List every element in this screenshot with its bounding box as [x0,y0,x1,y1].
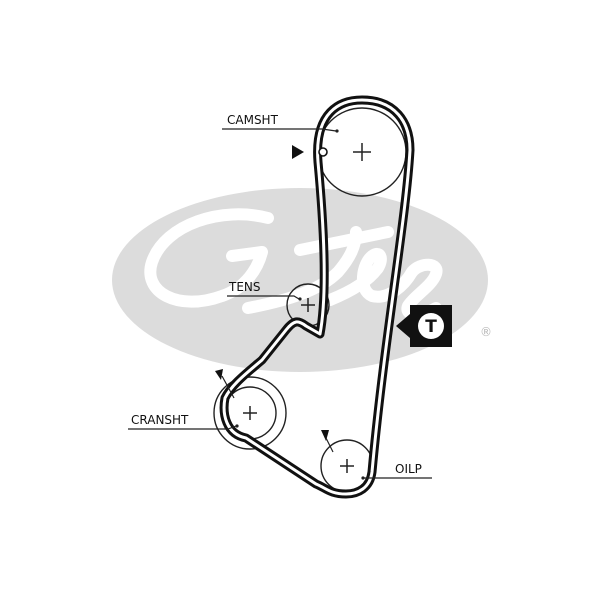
crosshair-icon [353,143,371,161]
crankshaft-label-group: CRANSHT [128,413,239,430]
camshaft-dowel-icon [318,147,328,157]
crosshair-icon [243,406,257,420]
tension-badge-circle [418,313,444,339]
tension-point-icon: T [396,305,452,347]
tension-arrow [396,314,410,338]
tensioner-label: TENS [228,280,261,294]
registered-mark: ® [480,325,492,339]
camshaft-timing-mark [292,145,328,159]
oil-pump-timing-mark [321,430,334,453]
logo-oval [112,188,488,372]
timing-belt [219,95,415,499]
tension-badge-letter: T [425,317,437,337]
oil-pump-label: OILP [395,462,422,476]
gates-logo-watermark: ® [112,188,492,372]
oil-pump-label-group: OILP [361,462,432,480]
camshaft-label-group: CAMSHT [222,113,339,133]
crankshaft-timing-mark [215,369,235,399]
tensioner-label-group: TENS [227,280,302,301]
timing-mark-icon [292,145,304,159]
timing-belt-core [222,98,412,496]
crosshair-icon [301,298,315,312]
logo-script-lettering [144,208,443,321]
crankshaft-label: CRANSHT [131,413,189,427]
camshaft-pulley [317,107,407,197]
crankshaft-outer-ring [213,376,287,450]
camshaft-label: CAMSHT [227,113,279,127]
timing-mark-icon [321,430,329,441]
crosshair-icon [340,459,354,473]
timing-mark-icon [215,369,223,380]
